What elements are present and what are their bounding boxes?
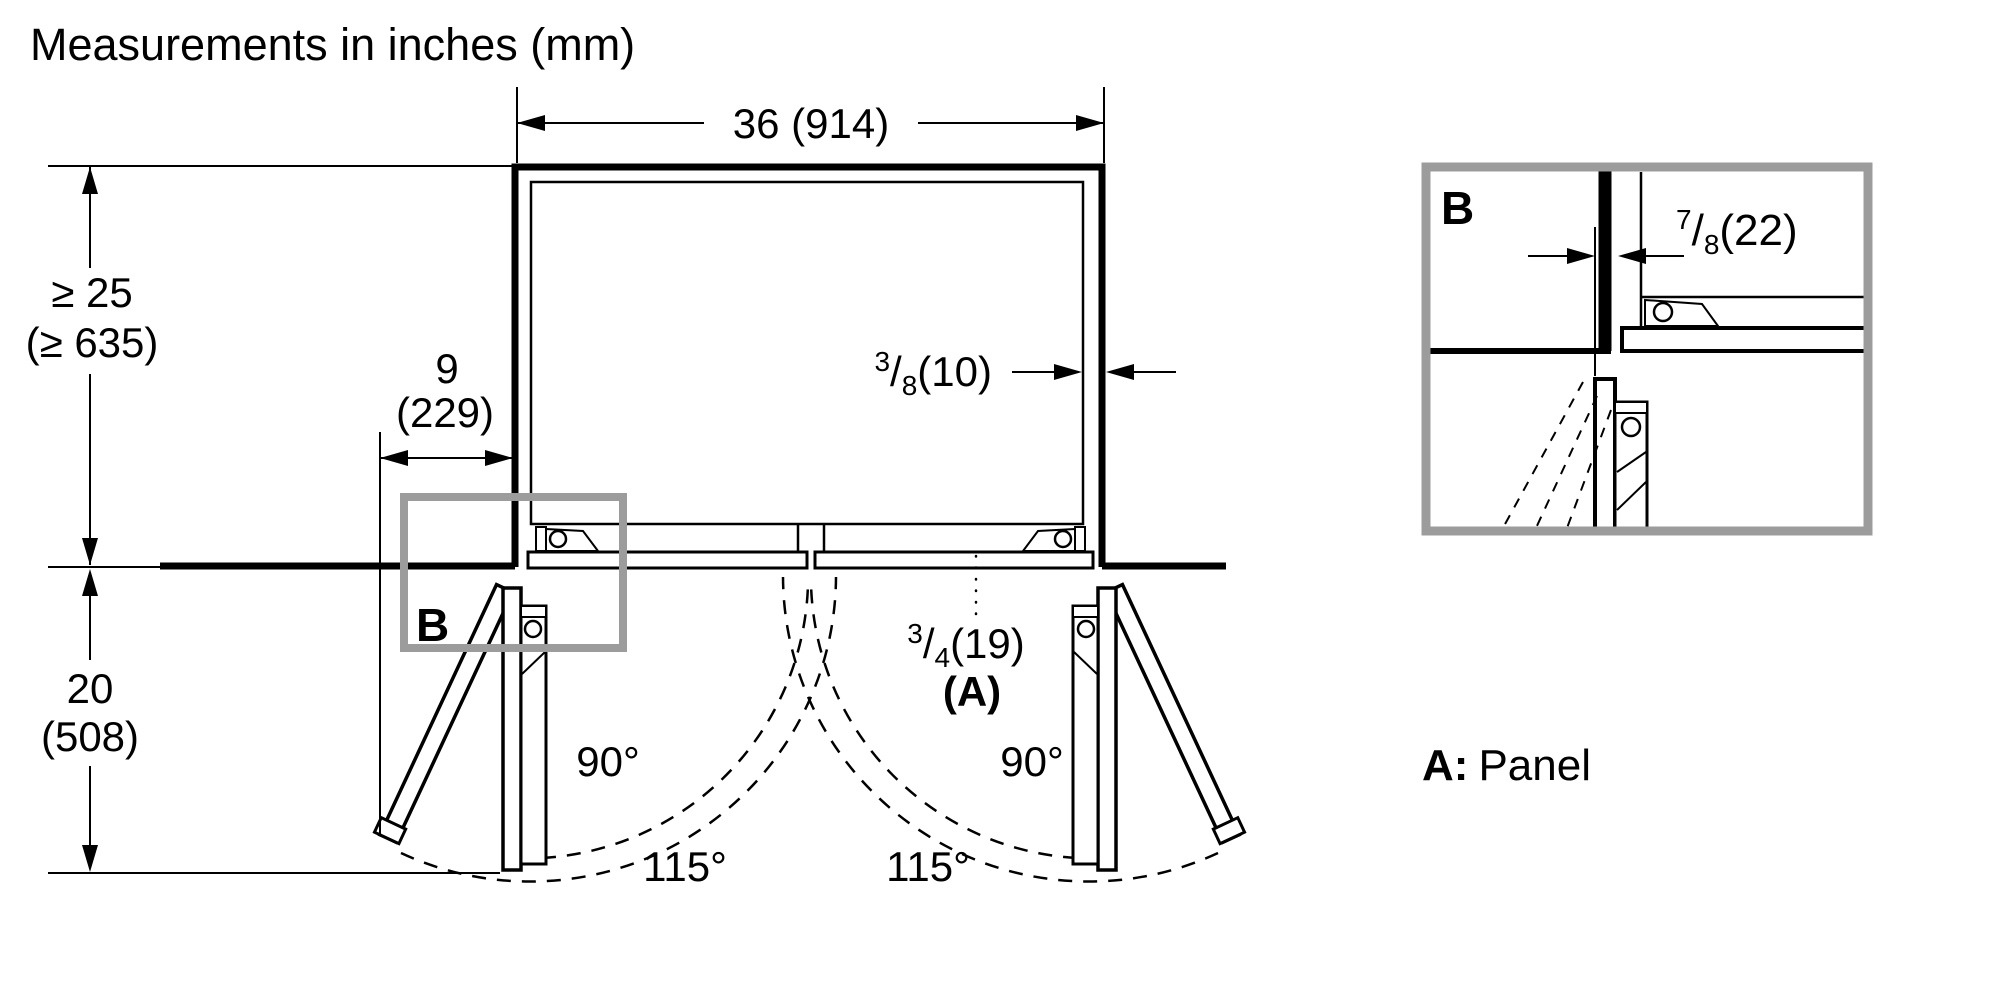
detail-door-panel-closed	[1620, 326, 1868, 353]
detail-marker-box	[400, 493, 627, 652]
detail-dimension-gap: 7/8(22)	[1528, 204, 1798, 264]
legend-a-panel: A:Panel	[1422, 741, 1591, 790]
dimension-side-clearance: 9 (229)	[379, 345, 513, 835]
detail-door-swing-dashes	[1503, 381, 1612, 529]
door-panel-closed-left	[526, 550, 809, 570]
panel-thickness-label: 3/4(19)	[907, 618, 1025, 673]
dimension-panel-thickness: 3/4(19) (A)	[907, 554, 1025, 715]
angle-90-right-label: 90°	[1000, 738, 1064, 785]
swing-arc-115-right	[781, 576, 1219, 883]
depth-below-label-line2: (508)	[41, 713, 139, 760]
side-clearance-label-line1: 9	[435, 345, 458, 392]
angle-115-left-label: 115°	[643, 843, 727, 890]
panel-ref-label: (A)	[943, 668, 1001, 715]
door-90-right	[1071, 586, 1118, 872]
wall-gap-label: 3/8(10)	[874, 346, 992, 401]
depth-below-label-line1: 20	[67, 665, 114, 712]
detail-view-b: 7/8(22) B	[1421, 162, 1873, 536]
side-clearance-label-line2: (229)	[396, 389, 494, 436]
dimension-wall-gap: 3/8(10)	[874, 346, 1176, 401]
page-title: Measurements in inches (mm)	[30, 19, 635, 70]
dimension-width: 36 (914)	[516, 87, 1105, 163]
swing-arc-90-left	[541, 583, 810, 860]
depth-above-label-line2: (≥ 635)	[26, 319, 159, 366]
depth-above-label-line1: ≥ 25	[51, 269, 132, 316]
hinge-left-closed	[535, 526, 600, 552]
angle-115-right-label: 115°	[886, 843, 970, 890]
dimension-depth-below: 20 (508)	[41, 569, 139, 872]
main-plan-view: 36 (914) ≥ 25 (≥ 635) 20 (508) 9	[26, 87, 1247, 890]
door-panel-closed-right	[813, 550, 1095, 570]
detail-label: B	[1441, 182, 1474, 234]
swing-arc-115-left	[400, 576, 838, 883]
niche-walls	[511, 163, 1106, 567]
dimension-depth-above: ≥ 25 (≥ 635)	[26, 166, 159, 565]
swing-arc-90-right	[809, 583, 1078, 860]
width-dim-label: 36 (914)	[733, 100, 889, 147]
door-90-left	[501, 586, 548, 872]
detail-door-open	[1593, 377, 1649, 533]
refrigerator-cabinet	[529, 180, 1085, 526]
hinge-right-closed	[1021, 526, 1086, 552]
angle-90-left-label: 90°	[576, 738, 640, 785]
detail-border-box	[1421, 162, 1873, 536]
detail-marker-label: B	[416, 599, 449, 651]
detail-gap-label: 7/8(22)	[1676, 204, 1798, 260]
